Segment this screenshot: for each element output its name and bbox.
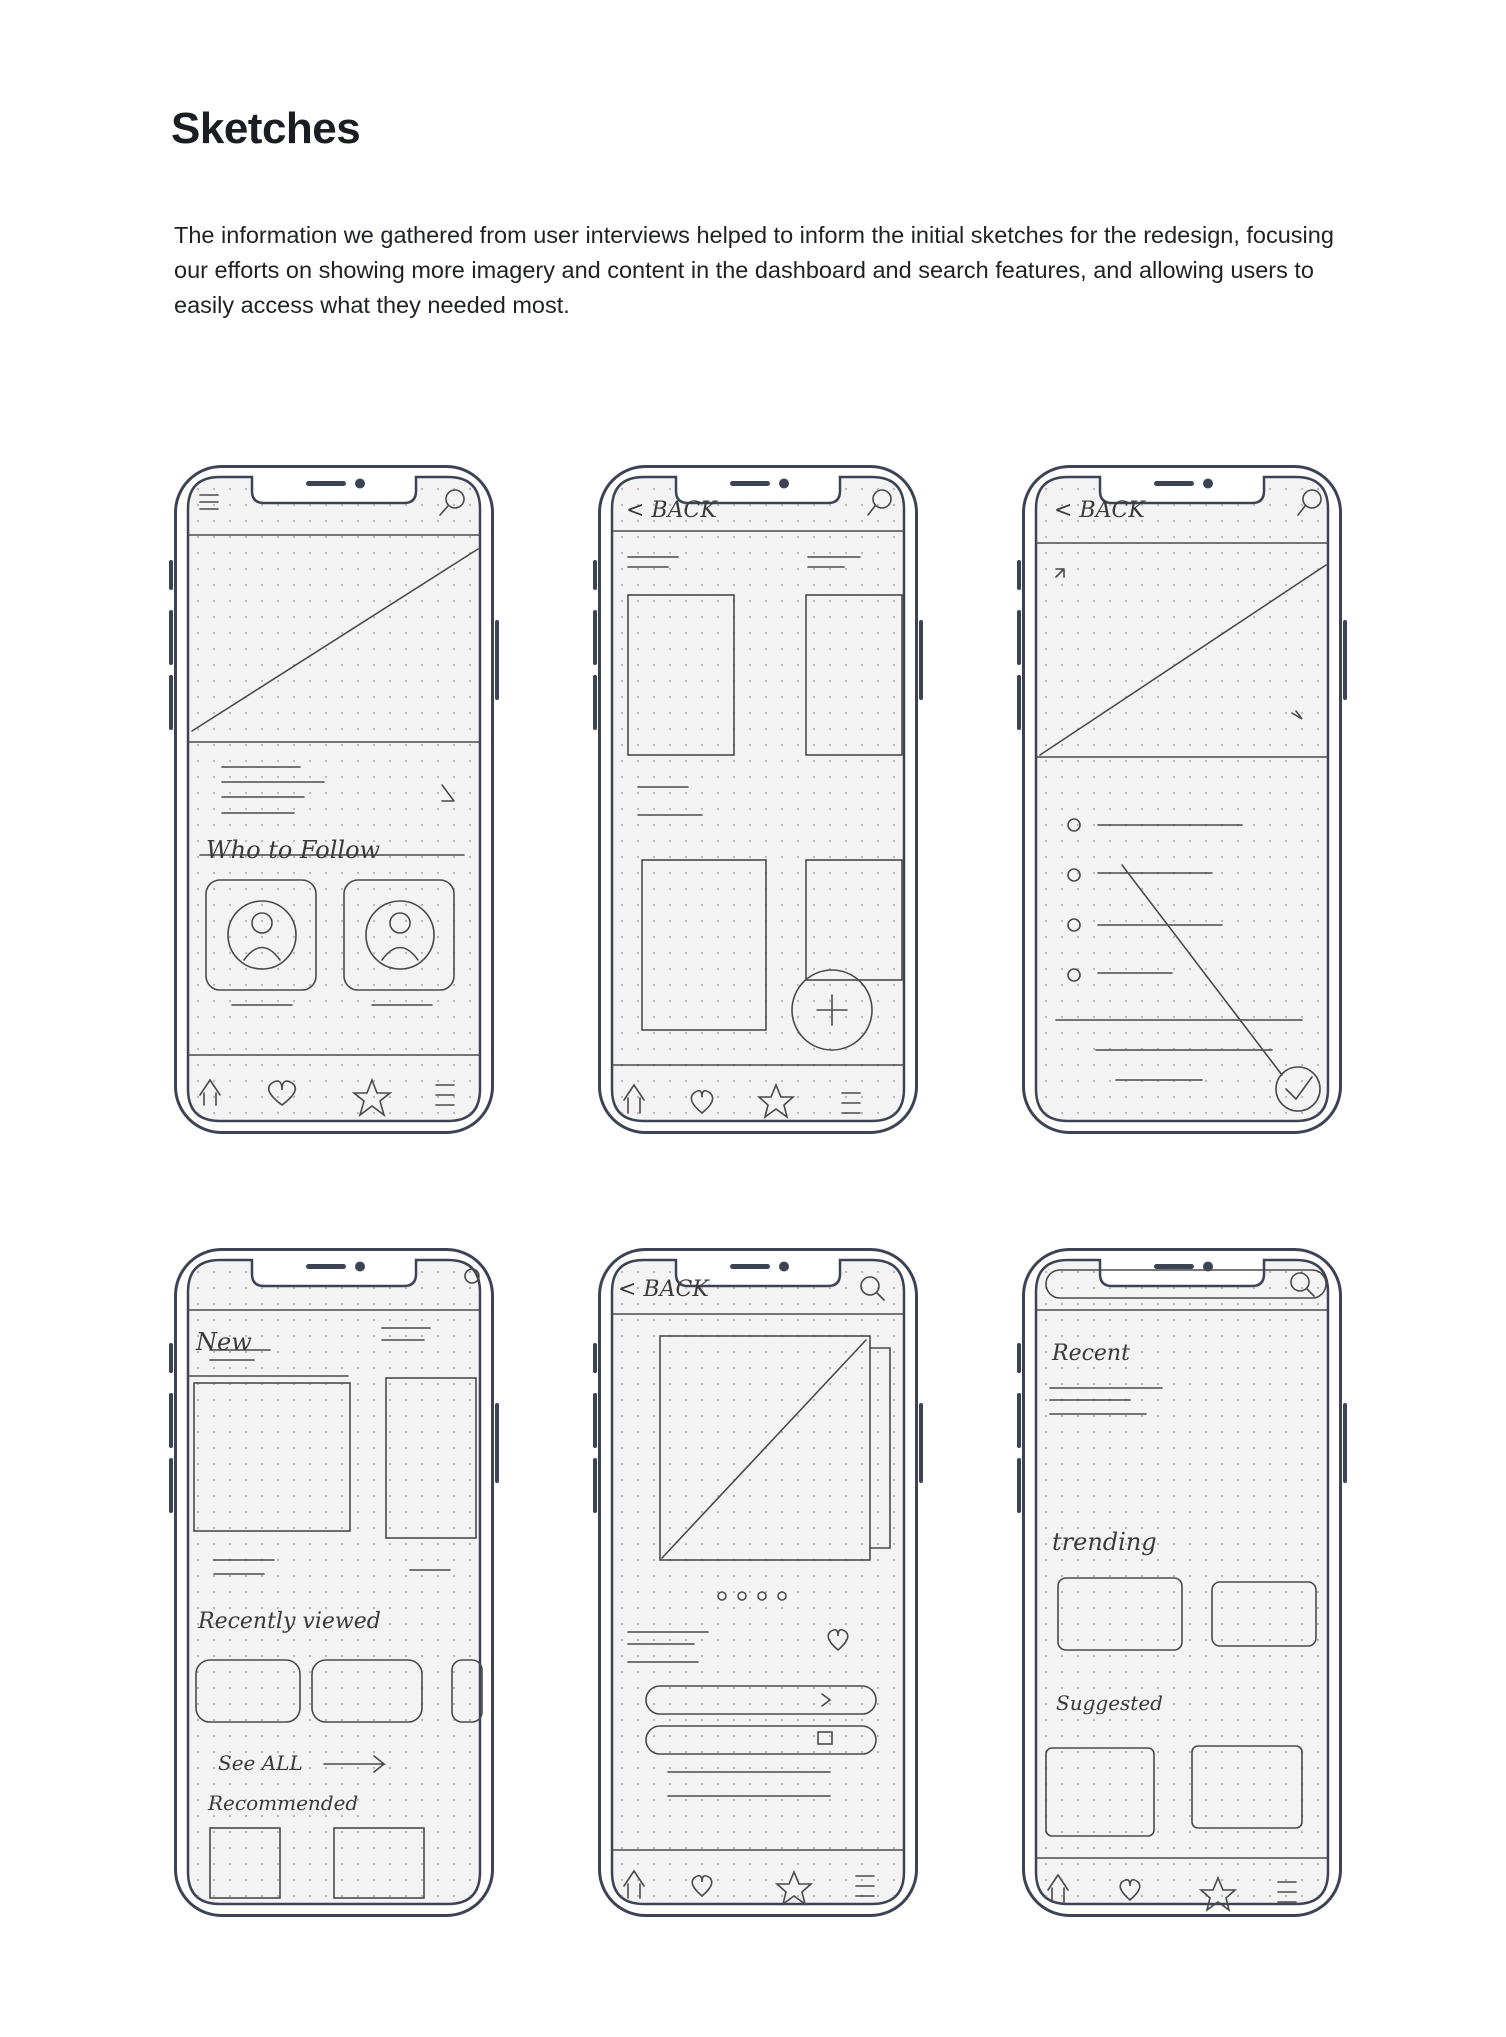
phone-sketch-item-detail-list: < BACK	[1017, 465, 1347, 1134]
intro-paragraph: The information we gathered from user in…	[174, 222, 1334, 318]
phone-frame-svg: Recent trending Suggested	[1017, 1248, 1347, 1917]
phone-frame-svg: New Recently viewed See ALL Recommended	[169, 1248, 499, 1917]
phone-frame-svg: < BACK	[593, 1248, 923, 1917]
phone-frame-svg: Who to Follow	[169, 465, 499, 1134]
sketch-label-recommended: Recommended	[207, 1791, 358, 1815]
sketch-label-recent: Recent	[1051, 1341, 1130, 1366]
phone-sketch-dashboard: Who to Follow	[169, 465, 499, 1134]
sketch-label-trending: trending	[1052, 1528, 1157, 1556]
phone-sketch-product-detail: < BACK	[593, 1248, 923, 1917]
sketch-label-suggested: Suggested	[1056, 1691, 1163, 1715]
sketch-label-who-to-follow: Who to Follow	[206, 836, 381, 864]
sketch-label-see-all: See ALL	[218, 1751, 303, 1775]
phone-frame-svg: < BACK	[593, 465, 923, 1134]
phone-frame-svg: < BACK	[1017, 465, 1347, 1134]
phone-sketch-explore: New Recently viewed See ALL Recommended	[169, 1248, 499, 1917]
page-title: Sketches	[171, 104, 361, 153]
phone-sketch-collection-grid: < BACK	[593, 465, 923, 1134]
sketch-label-recently-viewed: Recently viewed	[197, 1609, 381, 1634]
sketch-label-back: < BACK	[626, 498, 718, 523]
phone-sketch-search: Recent trending Suggested	[1017, 1248, 1347, 1917]
sketch-label-new: New	[195, 1328, 252, 1356]
sketch-label-back: < BACK	[618, 1277, 710, 1302]
sketch-label-back: < BACK	[1054, 498, 1146, 523]
